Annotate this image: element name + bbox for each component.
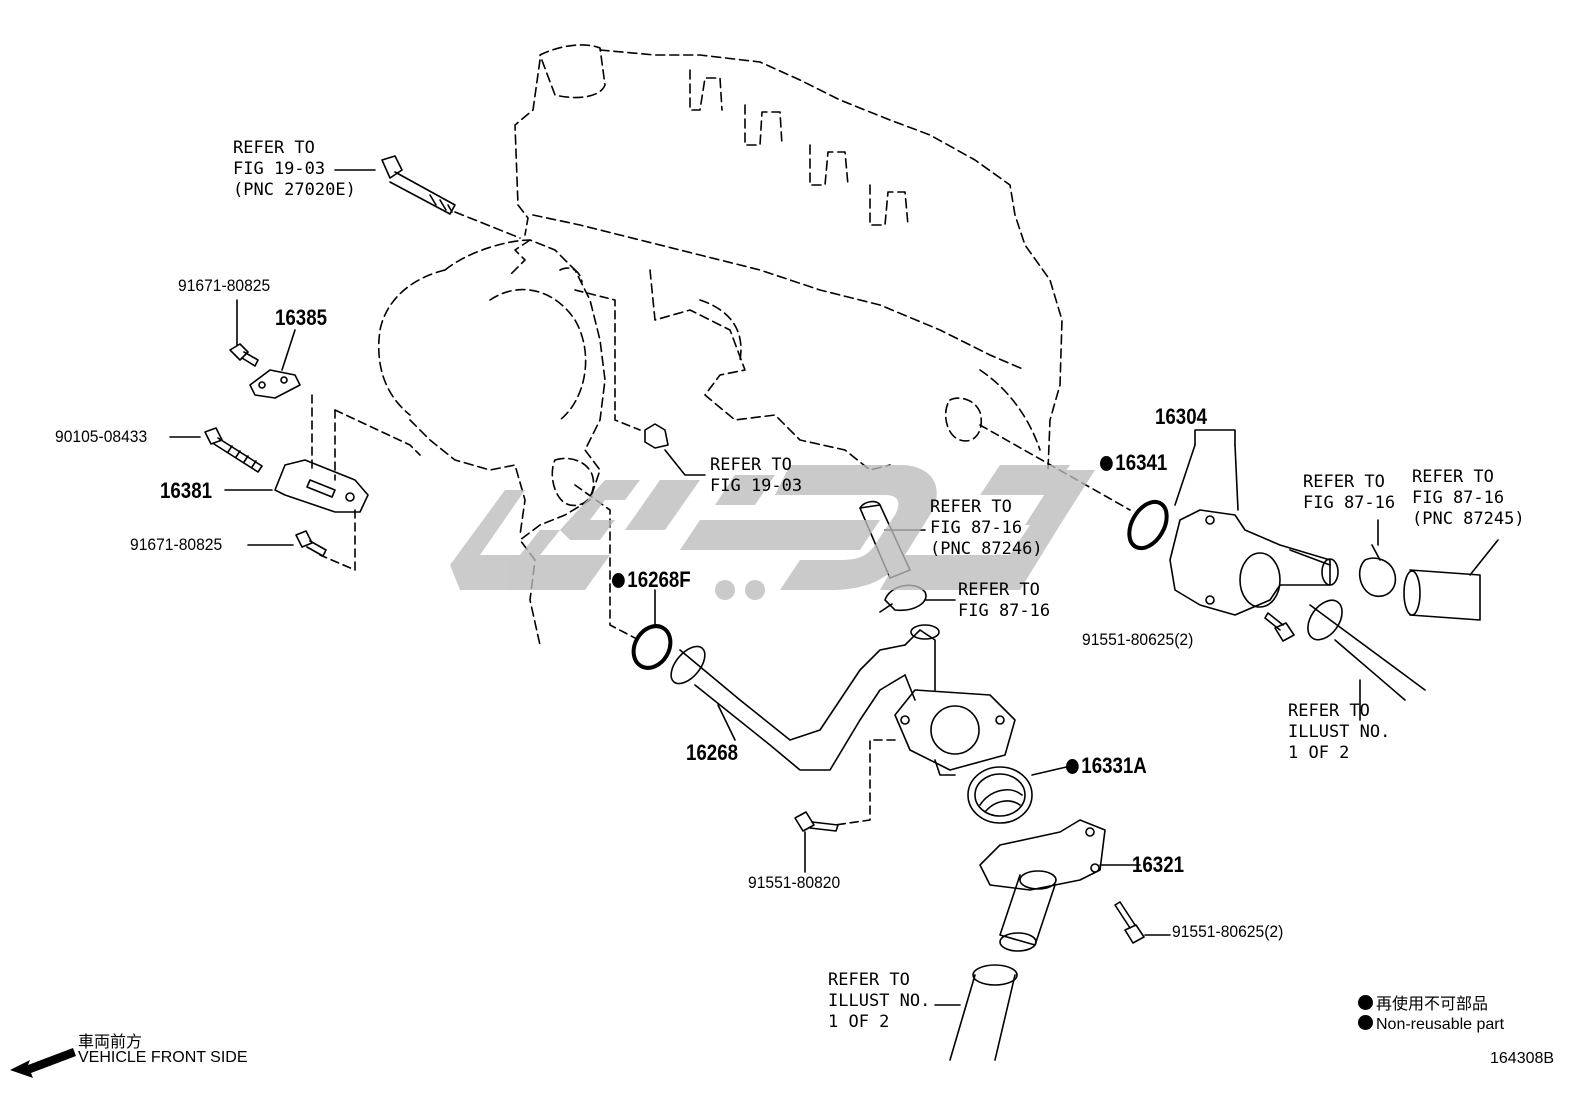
bolt-91551-80820 (794, 811, 839, 832)
bracket-16385 (249, 369, 301, 399)
part-16331A-label: 16331A (1081, 753, 1147, 778)
engine-block (378, 44, 1063, 646)
front-arrow-icon (10, 1048, 76, 1078)
water-outlet-16304 (1169, 509, 1339, 616)
part-91551-80625-bottom[interactable]: 91551-80625(2) (1172, 922, 1284, 941)
legend-en: Non-reusable part (1358, 1015, 1504, 1034)
refer-fig-19-03-mid[interactable]: REFER TO FIG 19-03 (710, 455, 803, 496)
part-91551-80820[interactable]: 91551-80820 (748, 873, 841, 892)
refer-fig-87-16-clamp[interactable]: REFER TO FIG 87-16 (958, 580, 1051, 621)
legend-dot-icon (1358, 995, 1373, 1010)
part-90105-08433[interactable]: 90105-08433 (55, 427, 148, 446)
watermark-logo (450, 465, 1095, 600)
part-16268[interactable]: 16268 (686, 740, 739, 765)
figure-id: 164308B (1490, 1050, 1555, 1067)
legend-dot-icon (1358, 1015, 1373, 1030)
part-16385[interactable]: 16385 (275, 305, 328, 330)
part-16331A[interactable]: 16331A (1066, 753, 1147, 779)
part-16268F-label: 16268F (627, 567, 691, 592)
part-91671-80825-bottom[interactable]: 91671-80825 (130, 535, 223, 554)
pipe-16268 (670, 624, 1016, 776)
refer-fig-87-16-pnc-87246[interactable]: REFER TO FIG 87-16 (PNC 87246) (930, 497, 1043, 559)
refer-fig-87-16-clip[interactable]: REFER TO FIG 87-16 (1303, 472, 1396, 513)
non-reusable-marker (612, 573, 625, 588)
non-reusable-marker (1100, 456, 1113, 471)
bolt-91671-top (229, 343, 259, 367)
part-91551-80625-top[interactable]: 91551-80625(2) (1082, 630, 1194, 649)
legend-en-text: Non-reusable part (1376, 1016, 1505, 1033)
non-reusable-marker (1066, 759, 1079, 774)
bolt-90105 (204, 427, 263, 473)
bolt-27020e (381, 155, 456, 215)
part-16381[interactable]: 16381 (160, 478, 213, 503)
legend-jp-text: 再使用不可部品 (1376, 996, 1489, 1013)
bolt-91671-bottom (295, 530, 327, 557)
part-16341-label: 16341 (1115, 450, 1168, 475)
refer-illust-no-bottom[interactable]: REFER TO ILLUST NO. 1 OF 2 (828, 970, 931, 1032)
o-ring-16268F (631, 624, 673, 670)
part-91671-80825-top[interactable]: 91671-80825 (178, 276, 271, 295)
upper-hose (1307, 599, 1426, 701)
o-ring-16341 (1127, 499, 1169, 551)
part-16321[interactable]: 16321 (1132, 852, 1185, 877)
water-inlet-16321 (979, 819, 1106, 952)
lower-hose (949, 964, 1018, 1061)
clip-87-16 (1358, 544, 1397, 597)
bolt-91551-80625-top (1264, 612, 1295, 642)
refer-fig-87-16-pnc-87245[interactable]: REFER TO FIG 87-16 (PNC 87245) (1412, 467, 1525, 529)
bolt-91551-80625-bottom (1114, 901, 1145, 944)
refer-illust-no-right[interactable]: REFER TO ILLUST NO. 1 OF 2 (1288, 701, 1391, 763)
front-jp: 車両前方 (78, 1034, 143, 1051)
part-16304[interactable]: 16304 (1155, 404, 1208, 429)
part-16341[interactable]: 16341 (1100, 450, 1167, 476)
thermostat-16331A (967, 766, 1033, 824)
clip-19-03 (644, 423, 669, 449)
hose-87245 (1403, 569, 1481, 621)
front-en: VEHICLE FRONT SIDE (78, 1049, 248, 1066)
bracket-16381 (274, 459, 369, 513)
part-16268F[interactable]: 16268F (612, 567, 691, 593)
legend-jp: 再使用不可部品 (1358, 990, 1488, 1014)
refer-fig-19-03-top[interactable]: REFER TO FIG 19-03 (PNC 27020E) (233, 138, 356, 200)
